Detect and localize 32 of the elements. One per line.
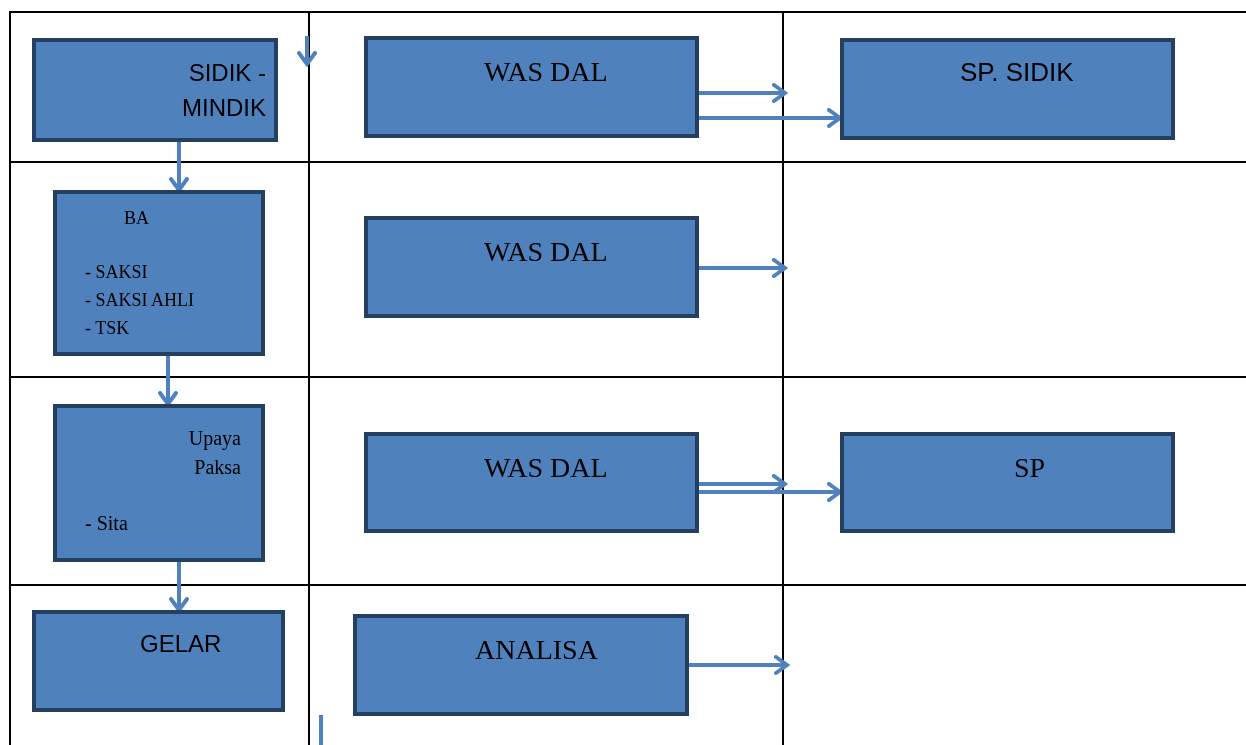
process-box bbox=[53, 190, 265, 356]
process-box bbox=[353, 614, 689, 716]
box-label: BA bbox=[124, 208, 149, 229]
process-box bbox=[840, 432, 1175, 533]
process-box bbox=[32, 610, 285, 712]
arrow bbox=[689, 655, 789, 675]
box-label: WAS DAL bbox=[484, 452, 608, 485]
arrow bbox=[699, 482, 842, 502]
box-label: - Sita bbox=[85, 512, 128, 535]
box-label: - SAKSI bbox=[85, 262, 148, 283]
arrow bbox=[169, 562, 189, 612]
process-box bbox=[364, 216, 699, 318]
box-label: - SAKSI AHLI bbox=[85, 290, 194, 311]
box-label: WAS DAL bbox=[484, 236, 608, 269]
process-box bbox=[364, 36, 699, 138]
box-label: GELAR bbox=[140, 630, 222, 658]
arrow bbox=[699, 108, 842, 128]
box-label: ANALISA bbox=[475, 634, 598, 667]
arrow bbox=[699, 83, 787, 103]
process-box bbox=[53, 404, 265, 562]
process-box bbox=[840, 38, 1175, 140]
arrow bbox=[699, 258, 787, 278]
box-label: SIDIK - MINDIK bbox=[181, 58, 266, 123]
process-box bbox=[364, 432, 699, 533]
process-box bbox=[32, 38, 278, 142]
arrow bbox=[169, 142, 189, 192]
box-label: SP. SIDIK bbox=[960, 58, 1074, 88]
box-label: WAS DAL bbox=[484, 56, 608, 89]
box-label: Upaya Paksa bbox=[187, 426, 241, 480]
box-label: - TSK bbox=[85, 318, 130, 339]
box-label: SP bbox=[1014, 452, 1046, 485]
arrow bbox=[158, 356, 178, 406]
